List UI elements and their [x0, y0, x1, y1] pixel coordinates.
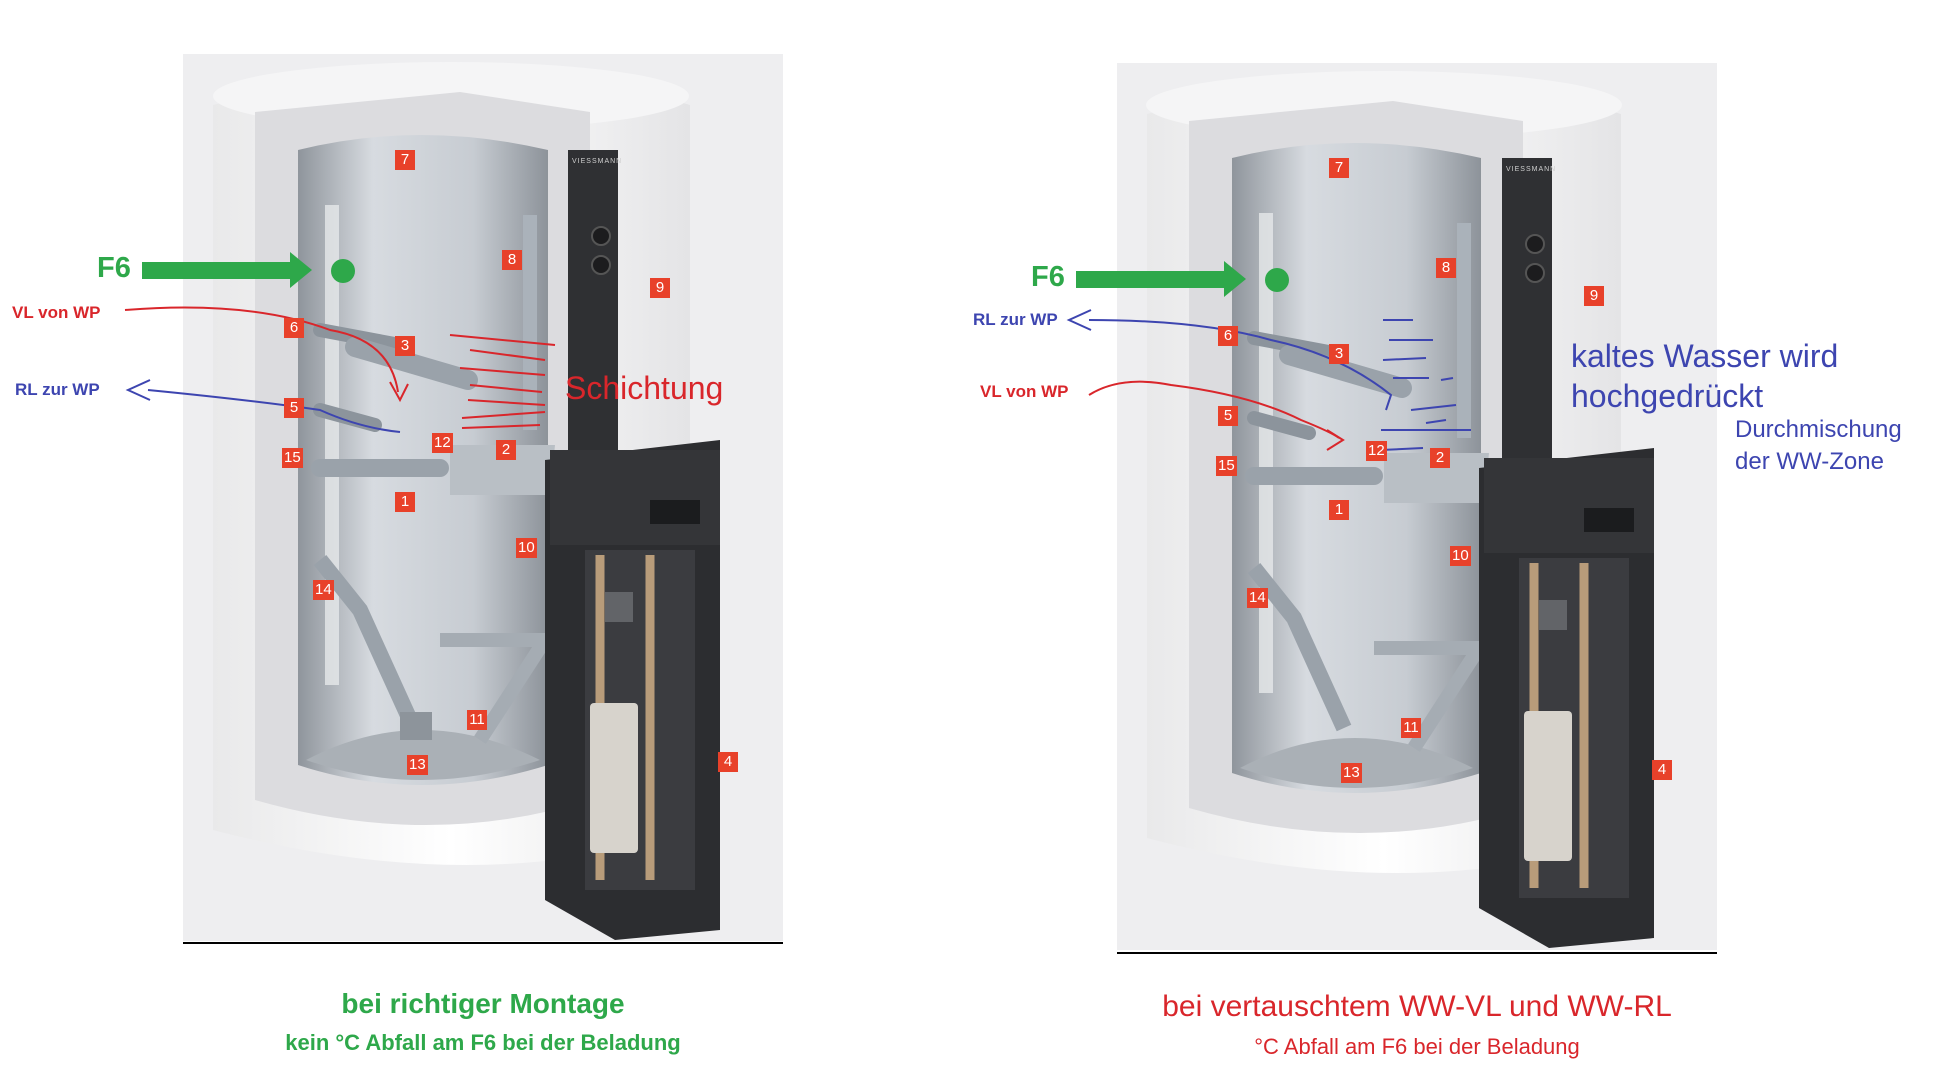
rl-zur-wp-label: RL zur WP [15, 380, 100, 399]
durchmischung-line1: Durchmischung [1735, 416, 1902, 443]
tag-3: 3 [395, 336, 415, 356]
right-tank-illustration [1066, 63, 1717, 954]
tag-10: 10 [516, 538, 537, 558]
tag-8: 8 [1436, 258, 1456, 278]
f6-label: F6 [1031, 261, 1065, 293]
schichtung-annotation: Schichtung [565, 370, 724, 406]
kaltes-wasser-line1: kaltes Wasser wird [1571, 338, 1839, 374]
brand-logo: VIESSMANN [572, 158, 623, 165]
right-caption: bei vertauschtem WW-VL und WW-RL °C Abfa… [1117, 990, 1717, 1060]
tag-5: 5 [284, 398, 304, 418]
left-caption-sub: kein °C Abfall am F6 bei der Beladung [285, 1030, 681, 1055]
tag-1: 1 [1329, 500, 1349, 520]
tag-8: 8 [502, 250, 522, 270]
tag-12: 12 [1366, 441, 1387, 461]
tag-7: 7 [395, 150, 415, 170]
tag-14: 14 [1247, 588, 1268, 608]
right-diagram: VIESSMANN F6 RL zur WP VL von WP kaltes … [971, 0, 1942, 1091]
tag-4: 4 [1652, 760, 1672, 780]
tag-11: 11 [467, 710, 487, 730]
left-tank-illustration [124, 54, 783, 944]
tag-1: 1 [395, 492, 415, 512]
vl-von-wp-label: VL von WP [12, 303, 101, 322]
tag-15: 15 [282, 448, 303, 468]
left-diagram: VIESSMANN F6 VL von WP RL zur WP Schicht… [12, 54, 783, 1056]
tag-13: 13 [1341, 763, 1362, 783]
f6-label: F6 [97, 252, 131, 284]
vl-von-wp-label: VL von WP [980, 382, 1069, 401]
brand-logo: VIESSMANN [1506, 166, 1557, 173]
tag-6: 6 [284, 318, 304, 338]
tag-9: 9 [1584, 286, 1604, 306]
tag-10: 10 [1450, 546, 1471, 566]
tag-5: 5 [1218, 406, 1238, 426]
kaltes-wasser-annotation: kaltes Wasser wird hochgedrückt [1571, 336, 1838, 416]
rl-zur-wp-label: RL zur WP [973, 310, 1058, 329]
tag-9: 9 [650, 278, 670, 298]
tag-15: 15 [1216, 456, 1237, 476]
tag-6: 6 [1218, 326, 1238, 346]
tag-11: 11 [1401, 718, 1421, 738]
tag-3: 3 [1329, 344, 1349, 364]
durchmischung-annotation: Durchmischung der WW-Zone [1735, 414, 1902, 478]
tag-2: 2 [496, 440, 516, 460]
kaltes-wasser-line2: hochgedrückt [1571, 378, 1764, 414]
left-caption: bei richtiger Montage kein °C Abfall am … [183, 988, 783, 1056]
tag-13: 13 [407, 755, 428, 775]
tag-12: 12 [432, 433, 453, 453]
tag-4: 4 [718, 752, 738, 772]
right-caption-sub: °C Abfall am F6 bei der Beladung [1254, 1034, 1580, 1059]
tag-14: 14 [313, 580, 334, 600]
durchmischung-line2: der WW-Zone [1735, 448, 1884, 475]
right-caption-title: bei vertauschtem WW-VL und WW-RL [1162, 990, 1672, 1023]
tag-2: 2 [1430, 448, 1450, 468]
left-caption-title: bei richtiger Montage [341, 988, 625, 1019]
tag-7: 7 [1329, 158, 1349, 178]
